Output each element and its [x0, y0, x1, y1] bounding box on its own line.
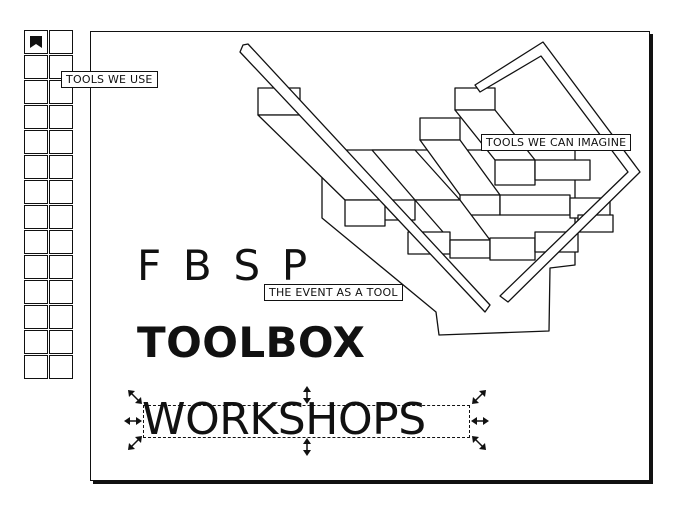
- tool-palette: [24, 30, 74, 380]
- bookmark-icon: [30, 36, 42, 48]
- label-tools-we-use[interactable]: TOOLS WE USE: [61, 71, 158, 88]
- toolbox-step: [454, 87, 496, 111]
- palette-tool-slot[interactable]: [24, 55, 48, 79]
- palette-tool-slot[interactable]: [49, 205, 73, 229]
- toolbox-step: [489, 237, 536, 261]
- palette-tool-slot[interactable]: [24, 230, 48, 254]
- label-tools-we-can-imagine[interactable]: TOOLS WE CAN IMAGINE: [481, 134, 632, 151]
- palette-tool-slot[interactable]: [24, 305, 48, 329]
- palette-tool-slot[interactable]: [24, 205, 48, 229]
- palette-tool-slot[interactable]: [24, 330, 48, 354]
- toolbox-step: [499, 194, 571, 216]
- palette-tool-slot[interactable]: [49, 330, 73, 354]
- palette-tool-slot[interactable]: [49, 255, 73, 279]
- toolbox-handle: [474, 41, 641, 303]
- toolbox-step: [494, 159, 536, 186]
- palette-tool-slot[interactable]: [49, 180, 73, 204]
- fbsp-title: F B S P: [137, 241, 312, 290]
- selection-box[interactable]: [143, 405, 470, 438]
- palette-tool-slot[interactable]: [24, 180, 48, 204]
- palette-tool-slot[interactable]: [24, 130, 48, 154]
- toolbox-step: [449, 239, 491, 259]
- toolbox-step: [419, 117, 461, 141]
- palette-tool-slot[interactable]: [24, 255, 48, 279]
- palette-tool-slot[interactable]: [24, 105, 48, 129]
- palette-tool-slot[interactable]: [24, 280, 48, 304]
- palette-tool-slot[interactable]: [49, 230, 73, 254]
- palette-tool-slot[interactable]: [49, 130, 73, 154]
- palette-tool-slot[interactable]: [49, 305, 73, 329]
- palette-tool-slot[interactable]: [24, 80, 48, 104]
- toolbox-title: TOOLBOX: [137, 318, 366, 367]
- palette-tool-slot[interactable]: [49, 155, 73, 179]
- toolbox-step: [534, 159, 591, 181]
- palette-tool-slot[interactable]: [49, 280, 73, 304]
- toolbox-tray: [344, 199, 386, 227]
- palette-tool-slot[interactable]: [24, 355, 48, 379]
- palette-tool-slot[interactable]: [49, 355, 73, 379]
- palette-tool-slot[interactable]: [49, 105, 73, 129]
- palette-tool-slot[interactable]: [24, 30, 48, 54]
- label-event-as-tool[interactable]: THE EVENT AS A TOOL: [264, 284, 403, 301]
- toolbox-handle: [239, 43, 491, 313]
- palette-tool-slot[interactable]: [49, 30, 73, 54]
- workshops-title[interactable]: WORKSHOPS: [142, 394, 426, 445]
- palette-tool-slot[interactable]: [24, 155, 48, 179]
